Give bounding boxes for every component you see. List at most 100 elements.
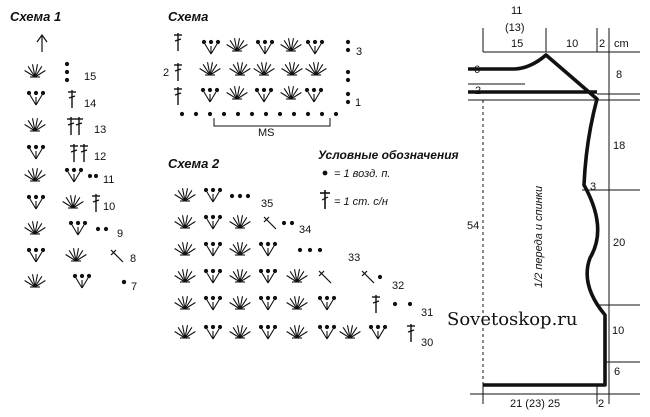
chain-dot-icon [258,295,264,301]
vertical-reference-lines [482,52,610,404]
piece-label: 1/2 переда и спинки [533,186,545,288]
shell-fan-icon [229,325,251,339]
chain-dot-icon [75,220,81,226]
chain-dot-icon [40,144,46,150]
legend-title: Условные обозначения [318,148,459,162]
chain-dot-icon [368,324,374,330]
dim-label: 2 [598,398,604,410]
v-stitch-icon [258,43,272,55]
chain-dot-icon [217,268,223,274]
shell-fan-icon [226,38,248,52]
scheme-ms-stitches [174,33,351,117]
double-crochet-icon [92,194,100,212]
legend: Условные обозначения = 1 возд. п. = 1 ст… [318,148,459,209]
chain-dot-icon [258,268,264,274]
chain-dot-icon [68,220,74,226]
v-stitch-icon [320,328,334,340]
horizontal-reference-lines [468,83,640,395]
top-dimension-ticks [482,28,640,53]
double-crochet-icon [68,90,76,108]
chain-dot-icon [210,214,216,220]
chain-dot-icon [407,301,413,307]
double-crochet-icon [80,144,88,162]
row-number: 35 [261,198,273,210]
dim-label: 6 [614,366,620,378]
row-number: 13 [94,124,106,136]
chain-dot-icon [72,273,78,279]
v-stitch-icon [261,245,275,257]
chain-dot-icon [78,167,84,173]
v-stitch-icon [257,91,271,103]
shell-fan-icon [339,325,361,339]
chain-dot-icon [272,268,278,274]
shell-fan-icon [174,325,196,339]
shell-fan-icon [174,269,196,283]
chain-dot-icon [311,87,317,93]
row-number: 34 [299,224,311,236]
row-number: 15 [84,71,96,83]
up-arrow-icon [36,33,48,52]
chain-dot-icon [317,324,323,330]
chain-dot-icon [193,111,199,117]
chain-dot-icon [82,220,88,226]
chain-dot-icon [210,324,216,330]
chain-dot-icon [64,77,70,83]
chain-dot-icon [200,87,206,93]
chain-dot-icon [93,173,99,179]
chain-dot-icon [333,111,339,117]
chain-dot-icon [262,39,268,45]
legend-dc-text: = 1 ст. с/н [334,196,388,208]
chain-dot-icon [26,247,32,253]
chain-dot-icon [210,241,216,247]
repeat-label: MS [258,127,275,139]
v-stitch-icon [29,94,43,106]
diagonal-stitch-icon [318,270,332,284]
chain-dot-icon [217,295,223,301]
chain-dot-icon [40,194,46,200]
v-stitch-icon [261,299,275,311]
diagonal-stitch-icon [361,270,375,284]
chain-dot-icon [217,214,223,220]
chain-dot-icon [345,77,351,83]
chain-dot-icon [203,214,209,220]
chain-dot-icon [317,247,323,253]
diagonal-stitch-icon [263,216,277,230]
shell-fan-icon [229,269,251,283]
chain-dot-icon [382,324,388,330]
chain-dot-icon [103,226,109,232]
chain-dot-icon [345,47,351,53]
chain-dot-icon [33,194,39,200]
v-stitch-icon [320,299,334,311]
chain-dot-icon [281,220,287,226]
chain-dot-icon [258,324,264,330]
chain-dot-icon [40,247,46,253]
watermark: Sovetoskop.ru [447,309,577,330]
v-stitch-icon [307,91,321,103]
chain-dot-icon [210,295,216,301]
chain-dot-icon [208,39,214,45]
chain-dot-icon [304,87,310,93]
chain-dot-icon [377,274,383,280]
chain-dot-icon [291,111,297,117]
chain-dot-icon [79,273,85,279]
shell-fan-icon [281,62,303,76]
chain-dot-icon [221,111,227,117]
chain-dot-icon [33,247,39,253]
chain-dot-icon [392,301,398,307]
dim-label: 10 [566,38,578,50]
scheme-2-stitches [174,187,415,342]
chain-dot-icon [277,111,283,117]
v-stitch-icon [206,245,220,257]
chain-dot-icon [261,87,267,93]
dim-label: 6 [474,64,480,76]
double-crochet-icon [70,144,78,162]
shell-fan-icon [286,296,308,310]
chain-dot-icon [375,324,381,330]
dim-label: 10 [612,325,624,337]
shell-fan-icon [226,86,248,100]
double-crochet-icon [174,87,182,105]
double-crochet-icon [67,117,75,135]
dim-label: 20 [613,237,625,249]
dim-label: (13) [505,22,525,34]
dim-label: 18 [613,140,625,152]
